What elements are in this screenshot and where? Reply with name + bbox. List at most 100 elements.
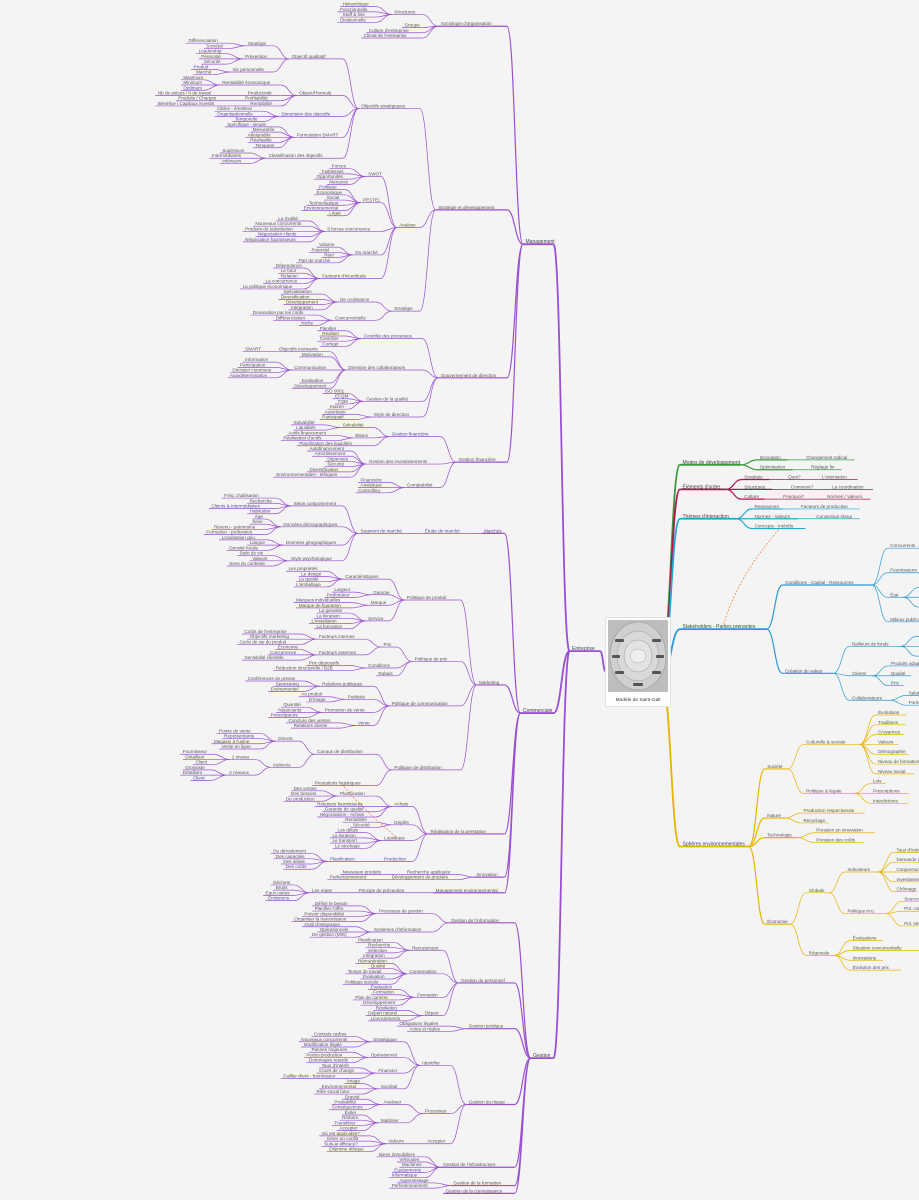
mindmap-node[interactable]: Marché <box>196 70 212 75</box>
mindmap-node[interactable]: Sphères environnementales <box>683 842 746 848</box>
mindmap-node[interactable]: Environnementales - éthiques <box>276 472 337 477</box>
mindmap-node[interactable]: Classification des objectifs <box>269 153 324 158</box>
mindmap-node[interactable]: Menaces <box>329 179 348 184</box>
mindmap-node[interactable]: Éviter <box>345 1109 357 1115</box>
mindmap-node[interactable]: La politique économique <box>243 284 293 289</box>
mindmap-node[interactable]: Légal <box>329 211 340 216</box>
mindmap-node[interactable]: Diversification <box>310 467 339 472</box>
mindmap-node[interactable]: SMART <box>245 347 261 352</box>
mindmap-node[interactable]: La livraison <box>332 833 356 838</box>
mindmap-node[interactable]: Pérennité <box>201 54 221 59</box>
mindmap-node[interactable]: Au produit <box>301 692 323 697</box>
mindmap-node[interactable]: Évaluation <box>371 983 393 989</box>
mindmap-node[interactable]: Le stockage <box>335 843 360 848</box>
mindmap-node[interactable]: Décision commune <box>232 368 272 373</box>
mindmap-node[interactable]: Potentiel <box>311 247 329 252</box>
mindmap-node[interactable]: Analyser <box>383 1100 401 1105</box>
mindmap-node[interactable]: Modes de développement <box>683 460 741 466</box>
mindmap-node[interactable]: Pertes production <box>306 1052 342 1057</box>
mindmap-node[interactable]: Image <box>347 1079 360 1084</box>
mindmap-node[interactable]: Objectifs motivants <box>279 347 319 352</box>
mindmap-node[interactable]: Politique éco. <box>848 909 876 914</box>
mindmap-node[interactable]: Qualité <box>891 671 906 676</box>
mindmap-node[interactable]: Niche <box>301 321 313 326</box>
mindmap-node[interactable]: Communication <box>294 365 326 370</box>
mindmap-node[interactable]: Groupe <box>404 23 420 28</box>
mindmap-node[interactable]: Service <box>368 616 384 621</box>
mindmap-node[interactable]: Facteurs internes <box>319 634 355 639</box>
mindmap-node[interactable]: Consensus élargi <box>816 514 852 519</box>
mindmap-node[interactable]: Produit <box>194 64 209 69</box>
mindmap-node[interactable]: La garantie <box>319 608 342 613</box>
mindmap-node[interactable]: Sécurité <box>353 822 370 827</box>
mindmap-node[interactable]: Spécifique - simple <box>227 122 266 127</box>
mindmap-node[interactable]: Sensibilité clientèle <box>245 655 285 660</box>
mindmap-node[interactable]: Taux d'intérêt <box>322 1063 350 1068</box>
mindmap-node[interactable]: Étude de marché <box>425 527 460 533</box>
mindmap-node[interactable]: Logistique <box>384 835 405 840</box>
mindmap-node[interactable]: Financier <box>378 1068 397 1073</box>
mindmap-node[interactable]: Opérationnel <box>371 1052 397 1057</box>
mindmap-node[interactable]: Inférieurs <box>222 158 242 163</box>
mindmap-node[interactable]: Différenciation <box>276 315 306 320</box>
mindmap-node[interactable]: Transférer <box>334 1120 355 1125</box>
mindmap-node[interactable]: Staff & line <box>343 12 366 17</box>
mindmap-node[interactable]: Politique de communication <box>392 701 449 706</box>
mindmap-node[interactable]: Formation - profession <box>206 530 252 535</box>
mindmap-node[interactable]: Coûts de l'entreprise <box>245 629 287 634</box>
mindmap-node[interactable]: Magasin à l'usine <box>214 739 250 744</box>
mindmap-node[interactable]: Amortissement <box>315 451 346 456</box>
mindmap-node[interactable]: Gestion financière <box>459 457 496 462</box>
mindmap-node[interactable]: Concurrence <box>270 650 297 655</box>
mindmap-node[interactable]: Du marché <box>355 250 378 255</box>
mindmap-node[interactable]: Comptabilité <box>407 483 433 488</box>
mindmap-node[interactable]: Politique & légale <box>806 788 842 793</box>
mindmap-node[interactable]: Situation concurrentielle <box>853 945 902 950</box>
mindmap-node[interactable]: Le design <box>301 571 321 576</box>
mindmap-node[interactable]: Segment de marché <box>361 528 403 533</box>
mindmap-node[interactable]: Stratégique <box>373 1037 397 1042</box>
mindmap-node[interactable]: Des besoins <box>291 791 317 796</box>
mindmap-node[interactable]: Pol. structurelle <box>904 921 919 926</box>
mindmap-node[interactable]: Réalisable <box>250 138 272 143</box>
mindmap-node[interactable]: Style de vie <box>239 551 263 556</box>
mindmap-node[interactable]: Actes et règles <box>410 1026 441 1031</box>
mindmap-node[interactable]: Recherche <box>368 943 391 948</box>
mindmap-node[interactable]: Salaire <box>909 690 919 695</box>
mindmap-node[interactable]: Garantie de qualité <box>325 807 364 812</box>
mindmap-node[interactable]: Les rejets <box>312 888 333 893</box>
mindmap-node[interactable]: Contrôler <box>320 336 339 341</box>
mindmap-node[interactable]: Valeurs <box>389 1139 405 1144</box>
mindmap-node[interactable]: Divisionnelle <box>340 17 366 22</box>
mindmap-node[interactable]: Financière <box>361 477 383 482</box>
mindmap-node[interactable]: Forces <box>332 164 347 169</box>
mindmap-node[interactable]: Environnemental <box>304 206 338 211</box>
mindmap-node[interactable]: Gestion des investissements <box>369 459 428 464</box>
mindmap-node[interactable]: Comment? <box>791 484 814 489</box>
mindmap-node[interactable]: Faiblesses <box>322 169 345 174</box>
mindmap-node[interactable]: Dimension des objectifs <box>281 111 330 116</box>
mindmap-node[interactable]: Systèmes d'information <box>374 927 422 932</box>
mindmap-node[interactable]: Habitudes <box>250 509 271 514</box>
mindmap-node[interactable]: Qualité <box>371 964 386 969</box>
mindmap-node[interactable]: Sexe <box>252 519 263 524</box>
mindmap-node[interactable]: Marques individuelles <box>296 598 341 603</box>
mindmap-node[interactable]: Développement <box>294 383 327 388</box>
mindmap-node[interactable]: Rabais <box>378 671 393 676</box>
mindmap-node[interactable]: Culture d'entreprise <box>369 28 409 33</box>
mindmap-node[interactable]: Commerciale <box>523 708 553 714</box>
mindmap-node[interactable]: Ressources <box>755 504 780 509</box>
mindmap-node[interactable]: Intermédiaires <box>212 153 242 158</box>
mindmap-node[interactable]: Détaillant <box>185 754 205 759</box>
mindmap-node[interactable]: Facteurs externes <box>319 650 356 655</box>
mindmap-node[interactable]: Réduire <box>342 1115 359 1120</box>
mindmap-node[interactable]: Caractéristiques <box>345 574 379 579</box>
mindmap-node[interactable]: Optimisation <box>760 465 786 470</box>
mindmap-node[interactable]: Prescriptions <box>873 788 900 793</box>
mindmap-node[interactable]: Autofinancement <box>310 446 345 451</box>
mindmap-node[interactable]: Processus <box>425 1109 447 1114</box>
mindmap-node[interactable]: Planification <box>340 791 365 796</box>
mindmap-node[interactable]: Des ventes <box>294 786 318 791</box>
mindmap-node[interactable]: Recyclage <box>804 818 826 823</box>
mindmap-node[interactable]: Opportunités <box>317 174 344 179</box>
